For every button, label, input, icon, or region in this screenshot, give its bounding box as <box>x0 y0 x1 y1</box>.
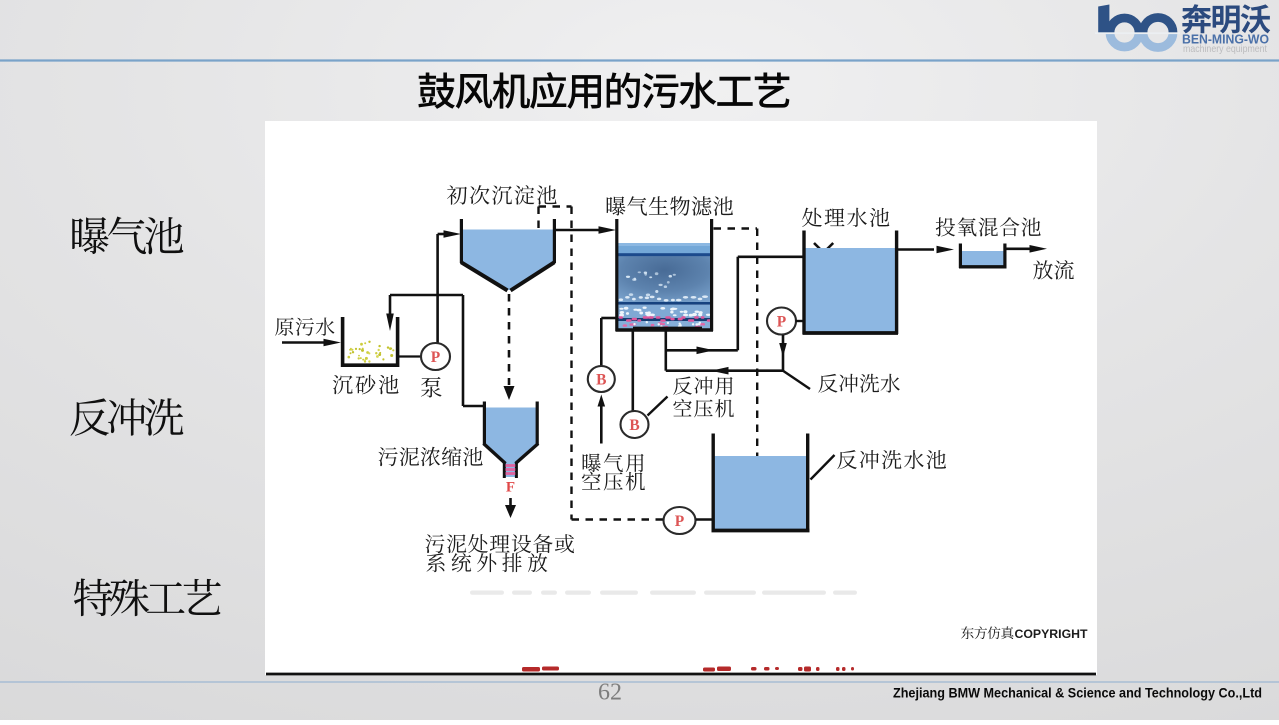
svg-text:Zhejiang BMW Mechanical & Scie: Zhejiang BMW Mechanical & Science and Te… <box>893 685 1262 701</box>
svg-text:machinery equipment: machinery equipment <box>1183 43 1267 55</box>
svg-text:BEN-MING-WO: BEN-MING-WO <box>1182 31 1269 46</box>
svg-text:B: B <box>596 371 606 388</box>
svg-text:P: P <box>777 313 787 330</box>
svg-text:B: B <box>629 417 639 434</box>
svg-text:COPYRIGHT: COPYRIGHT <box>1015 629 1088 641</box>
svg-text:F: F <box>506 480 515 496</box>
svg-text:P: P <box>675 513 685 530</box>
svg-text:62: 62 <box>598 680 622 706</box>
svg-text:P: P <box>431 349 441 366</box>
